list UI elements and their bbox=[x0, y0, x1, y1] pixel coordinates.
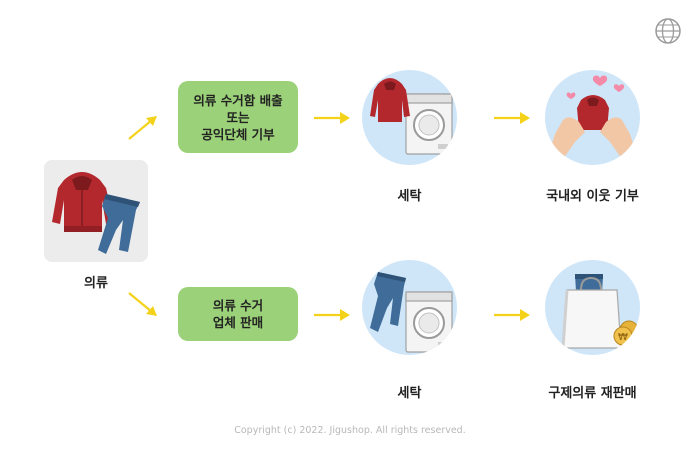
arrow-right bbox=[492, 110, 532, 129]
step-wash-label-top: 세탁 bbox=[397, 189, 422, 204]
donation-circle bbox=[545, 70, 640, 165]
hoodie-icon bbox=[370, 78, 410, 122]
hands-heart-icon bbox=[545, 75, 640, 165]
clothing-image-box bbox=[44, 160, 148, 262]
arrow-right bbox=[312, 307, 352, 326]
copyright-text: Copyright (c) 2022. Jigushop. All rights… bbox=[234, 425, 466, 436]
step-wash-label-bottom: 세탁 bbox=[397, 386, 422, 401]
jeans-icon bbox=[370, 272, 406, 332]
washing-machine-icon bbox=[405, 93, 453, 155]
washing-machine-icon bbox=[405, 291, 453, 353]
collection-company-box: 의류 수거 업체 판매 bbox=[178, 287, 298, 341]
arrow-right bbox=[312, 110, 352, 129]
step-donate-label: 국내외 이웃 기부 bbox=[546, 189, 639, 204]
box-line: 의류 수거함 배출 bbox=[193, 92, 283, 108]
arrow-down-right bbox=[126, 290, 160, 322]
globe-icon[interactable] bbox=[654, 17, 682, 45]
jeans-icon bbox=[98, 194, 140, 254]
resale-circle: ₩ bbox=[545, 260, 640, 355]
step-resale-label: 구제의류 재판매 bbox=[548, 386, 637, 401]
box-line: 공익단체 기부 bbox=[201, 126, 275, 142]
arrow-up-right bbox=[126, 114, 160, 146]
hoodie-icon bbox=[52, 172, 114, 232]
box-line: 또는 bbox=[226, 109, 250, 125]
svg-text:₩: ₩ bbox=[618, 332, 628, 343]
box-line: 업체 판매 bbox=[212, 315, 264, 330]
arrow-right bbox=[492, 307, 532, 326]
washing-circle-top bbox=[362, 70, 457, 165]
box-line: 의류 수거 bbox=[212, 298, 264, 313]
source-label: 의류 bbox=[84, 276, 108, 291]
washing-circle-bottom bbox=[362, 260, 457, 355]
collection-box-donation: 의류 수거함 배출 또는 공익단체 기부 bbox=[178, 81, 298, 153]
